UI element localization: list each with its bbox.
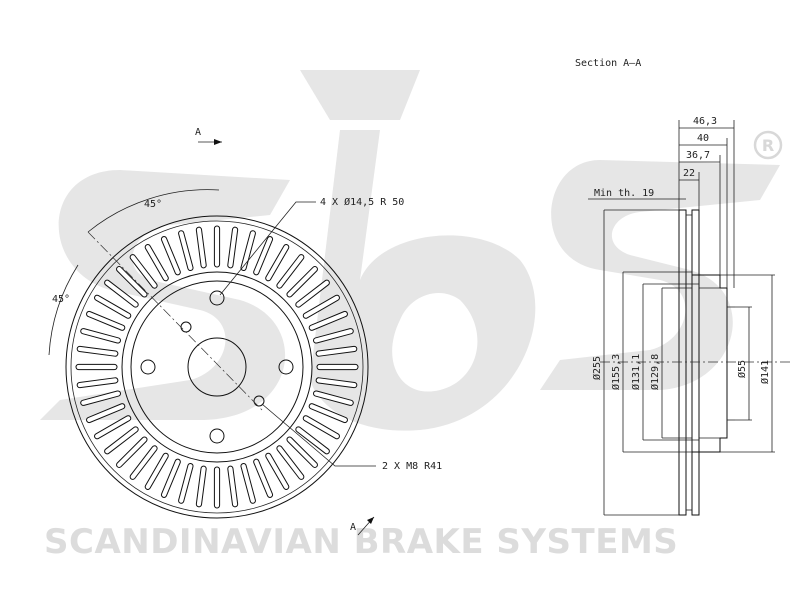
cooling-vent [295, 279, 330, 308]
dia-131-1: Ø131,1 [630, 354, 642, 390]
bolt-hole [209, 290, 225, 306]
cooling-vent [276, 445, 305, 480]
angle-arc-left [48, 264, 79, 356]
angle-label-left: 45° [52, 294, 70, 305]
dia-155-3: Ø155,3 [610, 354, 622, 390]
cooling-vent [308, 403, 348, 424]
hat-ring [121, 271, 313, 463]
cooling-vent [75, 363, 118, 371]
dia-141: Ø141 [759, 360, 771, 384]
sbs-watermark-logo: R [40, 70, 783, 431]
cooling-vent [286, 436, 318, 468]
dia-129-8: Ø129,8 [649, 354, 661, 390]
cooling-vent [144, 244, 169, 282]
bolt-hole [278, 359, 294, 375]
brand-watermark: SCANDINAVIAN BRAKE SYSTEMS [44, 522, 678, 562]
vent-outer-ring [70, 220, 364, 514]
cooling-vent [213, 466, 221, 509]
front-view [48, 139, 376, 536]
cooling-vent [240, 230, 256, 271]
bolt-hole [140, 359, 156, 375]
cooling-vent [178, 230, 194, 271]
cooling-vent [253, 236, 274, 276]
dia-255: Ø255 [591, 356, 603, 380]
section-arrow-label-bottom: A [350, 522, 356, 533]
section-arrow-top [198, 139, 222, 145]
thread-holes-label: 2 X M8 R41 [382, 461, 442, 472]
section-arrow-label-top: A [195, 127, 201, 138]
inner-friction-plate [691, 209, 700, 516]
cooling-vent [308, 310, 348, 331]
angle-arc-top [87, 189, 220, 233]
cooling-vent [227, 465, 239, 508]
cooling-vent [276, 254, 305, 289]
cooling-vent [94, 415, 132, 440]
section-title: Section A–A [575, 58, 641, 69]
bolt-hole [209, 428, 225, 444]
cooling-vent [104, 426, 139, 455]
dim-46-3: 46,3 [693, 116, 717, 127]
cooling-vent [265, 244, 290, 282]
cooling-vent [116, 436, 148, 468]
cooling-vent [315, 377, 358, 389]
cooling-vent [316, 363, 359, 371]
cooling-vent [195, 226, 207, 269]
cooling-vent [104, 279, 139, 308]
cooling-vent [313, 390, 354, 406]
dim-22: 22 [683, 168, 695, 179]
cooling-vent [195, 465, 207, 508]
registered-mark-icon: R [753, 130, 783, 160]
thread-hole [180, 321, 192, 333]
angle-label-top: 45° [144, 199, 162, 210]
dim-36-7: 36,7 [686, 150, 710, 161]
thread-hole [253, 395, 265, 407]
cooling-vent [86, 403, 126, 424]
cooling-vent [80, 328, 121, 344]
cooling-vent [213, 225, 221, 268]
cooling-vent [129, 254, 158, 289]
center-bore [187, 337, 247, 397]
cooling-vent [315, 345, 358, 357]
cooling-vent [302, 415, 340, 440]
cooling-vent [76, 377, 119, 389]
section-arrow-bottom [357, 516, 375, 536]
cooling-vents [75, 225, 359, 509]
cooling-vent [144, 452, 169, 490]
hat-profile [692, 274, 728, 453]
bolt-holes-label: 4 X Ø14,5 R 50 [320, 196, 404, 208]
cooling-vent [286, 266, 318, 298]
dim-40: 40 [697, 133, 709, 144]
hub-flange [130, 280, 304, 454]
disc-outer-edge [65, 215, 369, 519]
cooling-vent [129, 445, 158, 480]
cooling-vent [295, 426, 330, 455]
cooling-vent [227, 226, 239, 269]
cooling-vent [302, 294, 340, 319]
cooling-vent [76, 345, 119, 357]
dia-55: Ø55 [736, 360, 748, 378]
cooling-vent [313, 328, 354, 344]
cooling-vent [86, 310, 126, 331]
svg-text:R: R [762, 136, 774, 155]
bolt-leader [219, 201, 316, 296]
cooling-vent [160, 458, 181, 498]
section-view [588, 120, 790, 516]
cooling-vent [240, 463, 256, 504]
cooling-vent [178, 463, 194, 504]
cooling-vent [265, 452, 290, 490]
center-line [87, 231, 263, 411]
thread-leader [261, 403, 376, 467]
cooling-vent [80, 390, 121, 406]
outer-friction-plate [678, 209, 687, 516]
min-thickness-label: Min th. 19 [594, 188, 654, 199]
cooling-vent [253, 458, 274, 498]
cooling-vent [160, 236, 181, 276]
cooling-vent [94, 294, 132, 319]
